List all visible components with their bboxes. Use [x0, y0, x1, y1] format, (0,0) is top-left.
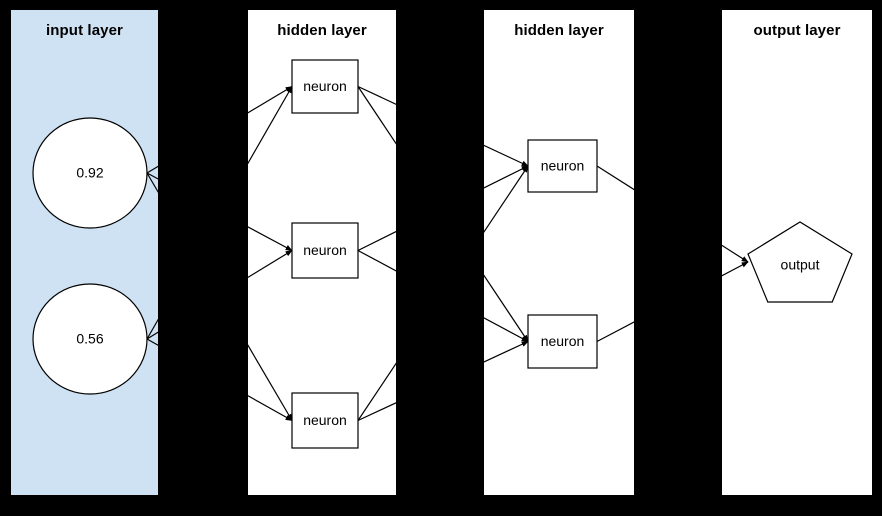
node-h1-3[interactable]: neuron [291, 392, 359, 449]
layer-title-hidden-layer-2: hidden layer [514, 22, 604, 39]
node-label-input-1: 0.92 [76, 165, 103, 181]
node-label-h2-1: neuron [541, 158, 585, 174]
neuron-node-rect[interactable] [291, 222, 359, 279]
node-h1-2[interactable]: neuron [291, 222, 359, 279]
layer-title-input-layer: input layer [46, 22, 123, 39]
layer-title-output-layer: output layer [753, 22, 841, 39]
neuron-node-rect[interactable] [527, 139, 598, 193]
node-out-1[interactable]: output [747, 221, 853, 303]
node-label-h1-1: neuron [303, 78, 347, 94]
node-input-2[interactable]: 0.56 [32, 283, 148, 395]
node-label-input-2: 0.56 [76, 331, 103, 347]
layer-panel-input-layer: input layer [11, 10, 158, 495]
neuron-node-rect[interactable] [291, 392, 359, 449]
node-label-h1-3: neuron [303, 412, 347, 428]
output-node-pentagon[interactable] [747, 221, 853, 303]
node-h2-1[interactable]: neuron [527, 139, 598, 193]
node-h1-1[interactable]: neuron [291, 59, 359, 114]
node-h2-2[interactable]: neuron [527, 314, 598, 369]
node-label-h2-2: neuron [541, 333, 585, 349]
neuron-node-rect[interactable] [527, 314, 598, 369]
node-label-h1-2: neuron [303, 242, 347, 258]
layer-title-hidden-layer-1: hidden layer [277, 22, 367, 39]
neuron-node-rect[interactable] [291, 59, 359, 114]
node-label-out-1: output [781, 257, 820, 273]
node-input-1[interactable]: 0.92 [32, 117, 148, 229]
input-node-circle[interactable] [32, 117, 148, 229]
input-node-circle[interactable] [32, 283, 148, 395]
